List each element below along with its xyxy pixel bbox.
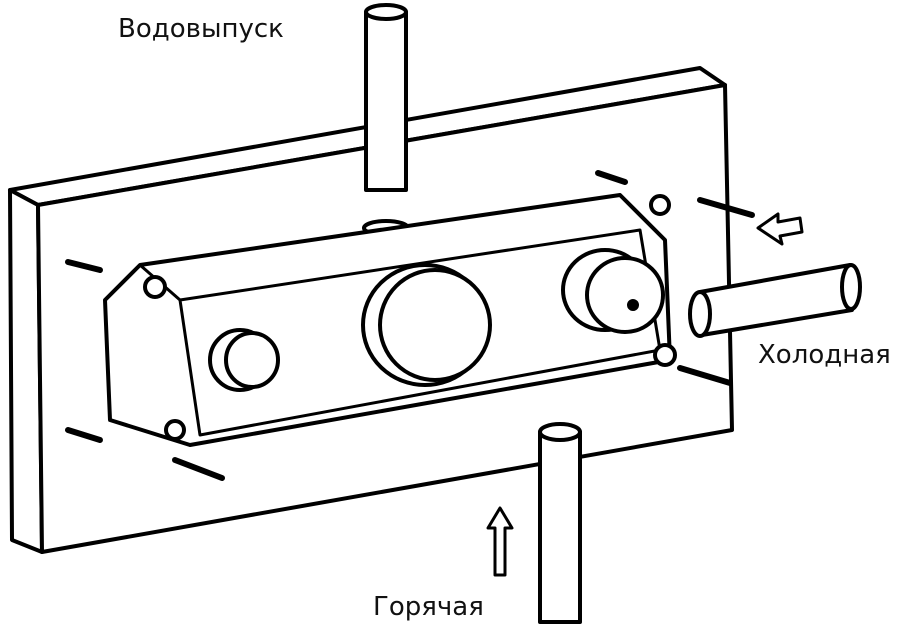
screw-marks	[65, 170, 755, 481]
hot-pipe	[538, 422, 582, 624]
cold-pipe	[688, 263, 862, 338]
hot-label: Горячая	[373, 592, 484, 622]
center-knob	[361, 263, 492, 387]
outlet-label: Водовыпуск	[118, 14, 284, 44]
cold-label: Холодная	[758, 340, 891, 370]
left-knob	[208, 328, 280, 392]
right-knob	[561, 248, 665, 334]
cold-arrow-icon	[756, 212, 804, 246]
hot-arrow-icon	[486, 506, 514, 577]
